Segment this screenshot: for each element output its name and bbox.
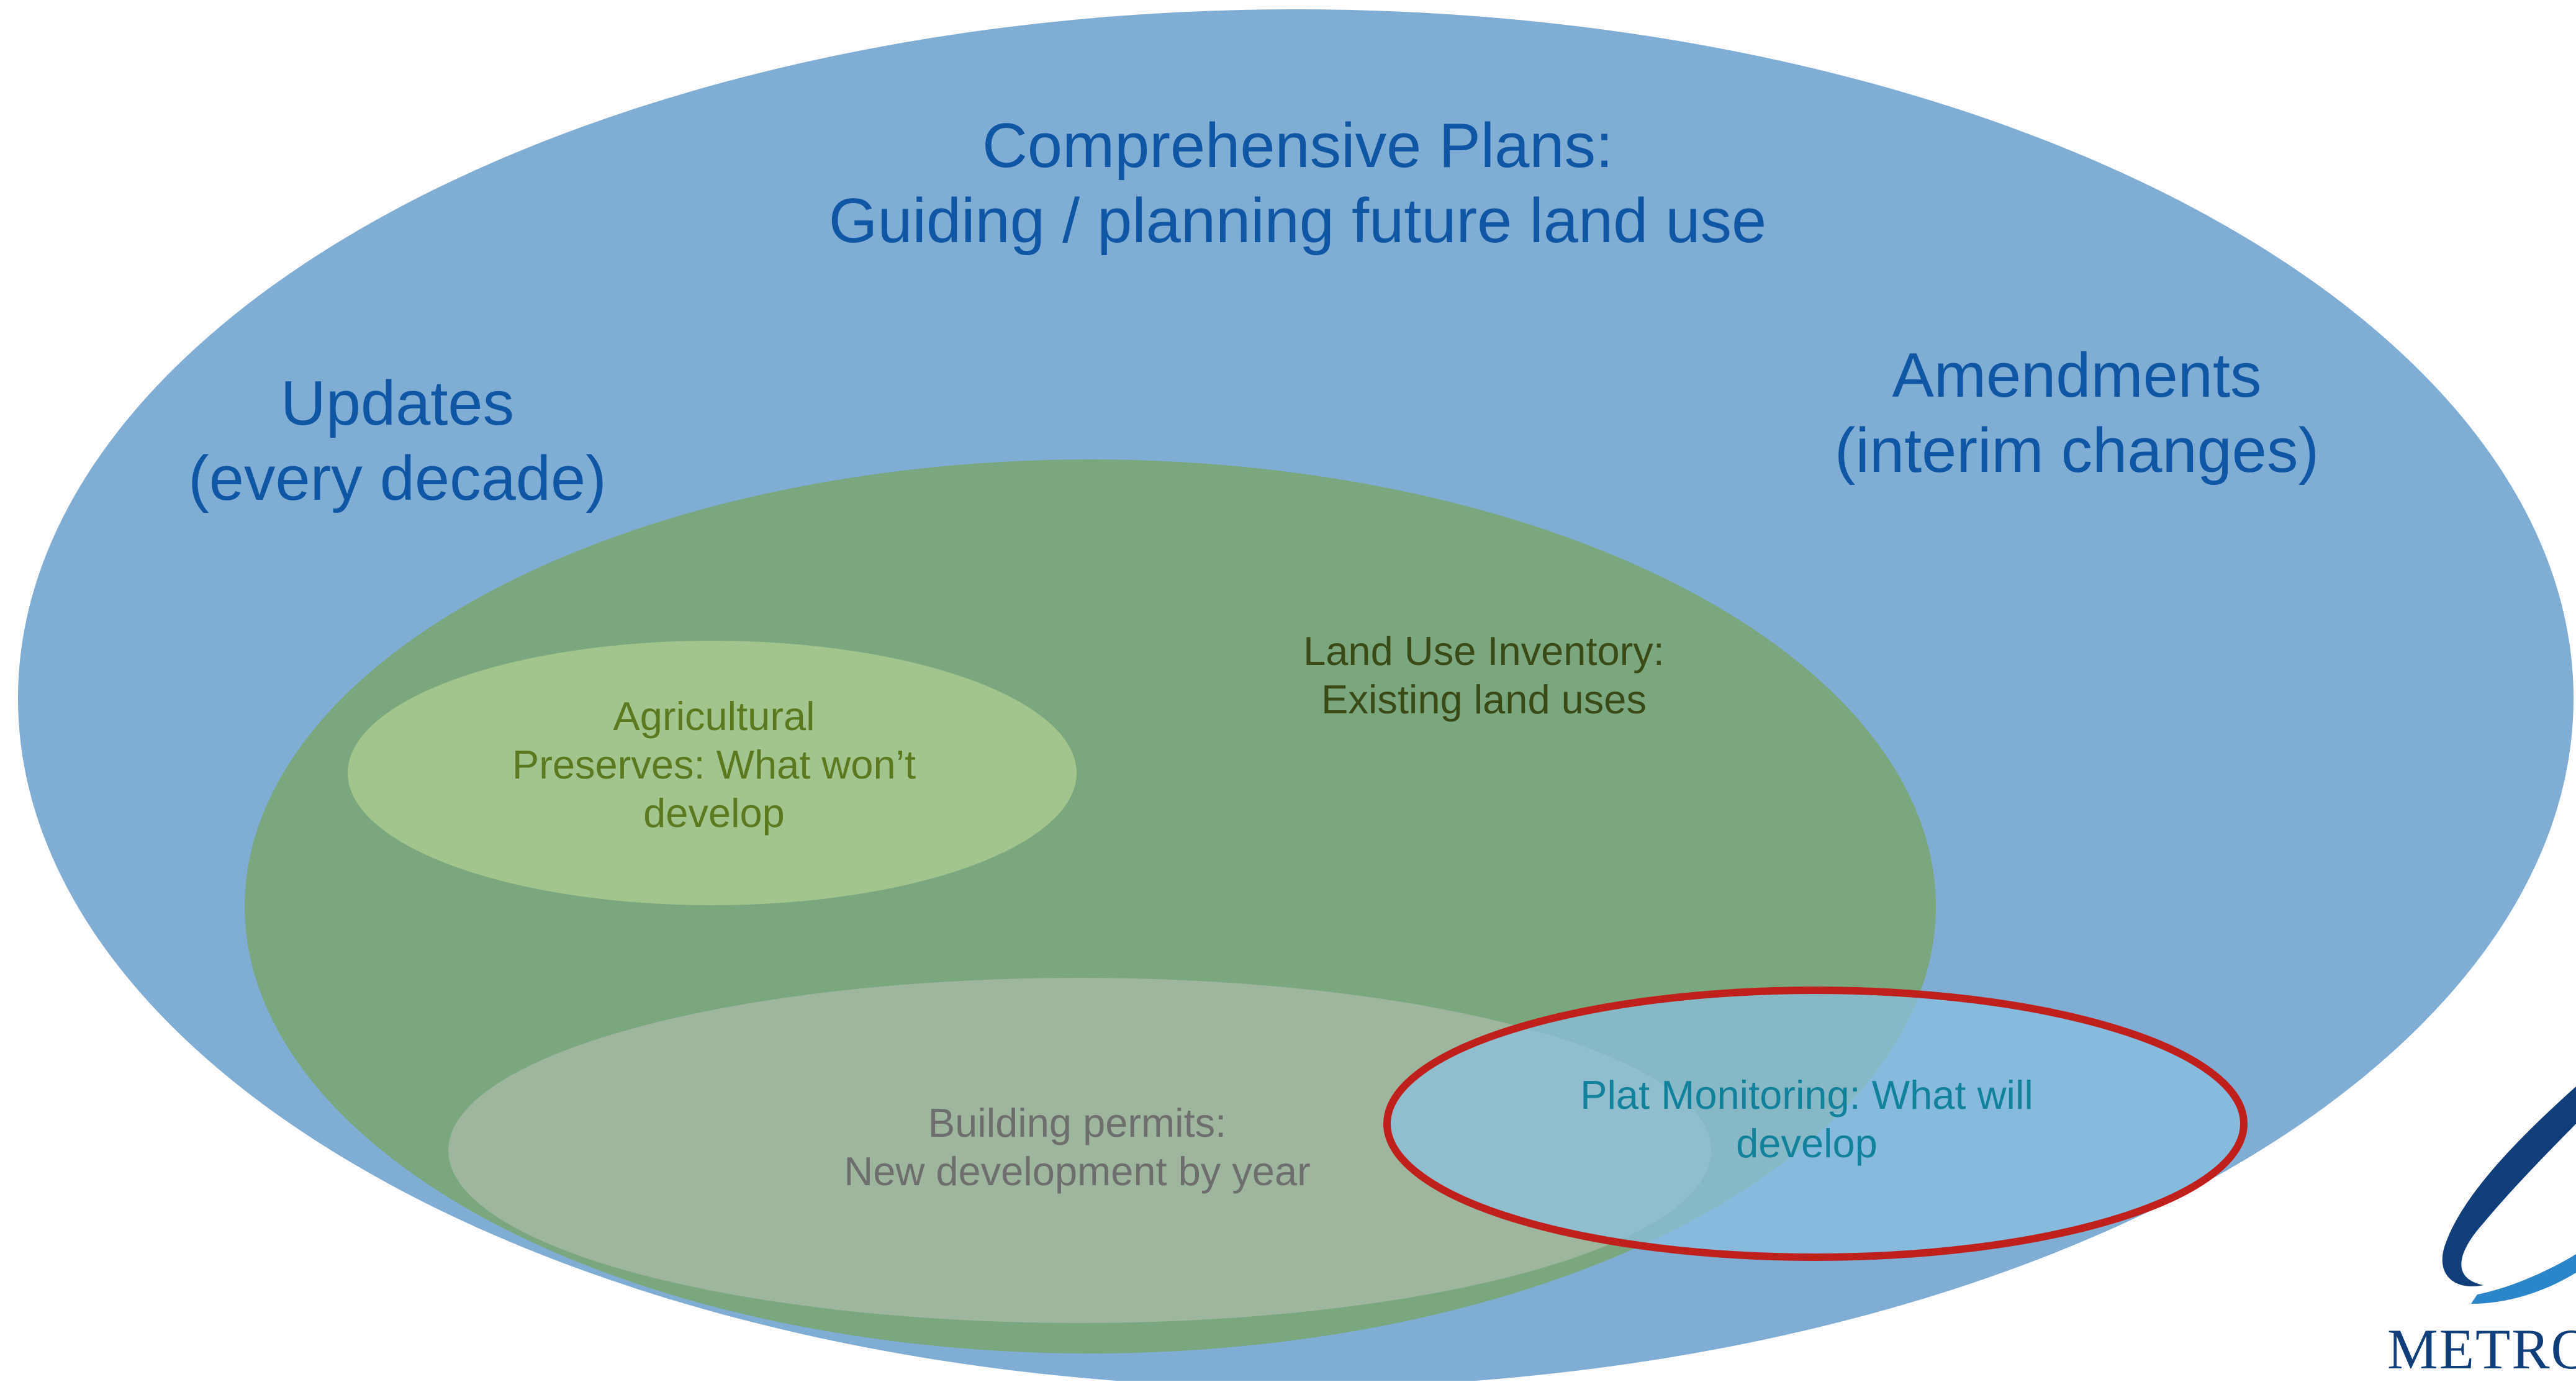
logo-text: METROPO: [2387, 1317, 2576, 1381]
amendments-label: Amendments (interim changes): [1738, 338, 2415, 489]
agri-line-2: Preserves: What won’t: [512, 742, 916, 787]
updates-subtitle: (every decade): [188, 444, 607, 514]
land-use-inventory-label: Land Use Inventory: Existing land uses: [1180, 627, 1788, 724]
plans-title: Comprehensive Plans:: [982, 111, 1614, 181]
building-permits-label: Building permits: New development by yea…: [767, 1099, 1388, 1196]
amendments-title: Amendments: [1892, 341, 2262, 410]
updates-label: Updates (every decade): [87, 366, 708, 517]
comprehensive-plans-label: Comprehensive Plans: Guiding / planning …: [646, 109, 1950, 259]
swoosh-logo-icon: [2442, 1086, 2576, 1304]
building-title: Building permits:: [928, 1100, 1227, 1145]
building-permits-ellipse: [448, 978, 1711, 1323]
plat-line-2: develop: [1736, 1121, 1878, 1166]
updates-title: Updates: [280, 369, 515, 438]
amendments-subtitle: (interim changes): [1834, 416, 2320, 486]
plat-monitoring-ellipse: [1383, 987, 2248, 1261]
inventory-subtitle: Existing land uses: [1321, 677, 1647, 722]
agri-line-3: develop: [643, 790, 785, 836]
inventory-title: Land Use Inventory:: [1303, 628, 1665, 674]
plans-subtitle: Guiding / planning future land use: [828, 186, 1767, 256]
plat-monitoring-label: Plat Monitoring: What will develop: [1496, 1071, 2117, 1168]
building-subtitle: New development by year: [844, 1149, 1311, 1194]
agricultural-preserves-label: Agricultural Preserves: What won’t devel…: [404, 692, 1024, 838]
agricultural-preserves-ellipse: [348, 641, 1077, 905]
plat-line-1: Plat Monitoring: What will: [1580, 1072, 2033, 1118]
agri-line-1: Agricultural: [613, 693, 815, 739]
